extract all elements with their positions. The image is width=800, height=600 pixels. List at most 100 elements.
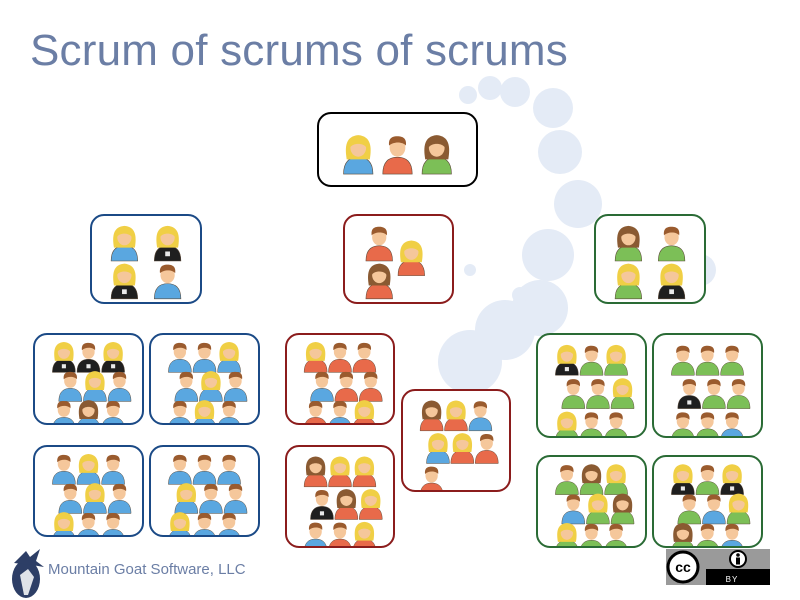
company-name: Mountain Goat Software, LLC bbox=[48, 561, 246, 578]
team-members bbox=[419, 400, 499, 490]
team-box-blue-4 bbox=[149, 445, 260, 537]
person-icon bbox=[168, 342, 192, 373]
team-box-blue-1 bbox=[33, 333, 144, 425]
person-icon bbox=[334, 371, 359, 402]
person-icon bbox=[76, 342, 101, 373]
person-icon bbox=[334, 489, 359, 520]
person-icon bbox=[169, 512, 191, 535]
person-icon bbox=[677, 494, 702, 525]
person-icon bbox=[52, 454, 76, 485]
person-icon bbox=[78, 400, 99, 423]
team-members bbox=[365, 226, 425, 300]
cc-label: cc bbox=[675, 559, 691, 575]
person-icon bbox=[354, 400, 375, 423]
person-icon bbox=[310, 371, 334, 402]
person-icon bbox=[695, 345, 720, 376]
bubble bbox=[533, 88, 573, 128]
person-icon bbox=[192, 454, 217, 485]
person-icon bbox=[586, 493, 610, 525]
person-icon bbox=[658, 263, 686, 300]
team-members bbox=[555, 344, 635, 436]
team-box-green-1 bbox=[536, 333, 647, 438]
person-icon bbox=[194, 512, 215, 535]
team-members bbox=[168, 454, 248, 535]
team-members bbox=[671, 464, 751, 546]
bubble bbox=[464, 264, 476, 276]
person-icon bbox=[352, 456, 377, 488]
person-icon bbox=[605, 523, 627, 546]
person-icon bbox=[169, 400, 191, 423]
person-icon bbox=[580, 412, 603, 436]
cc-by-label: BY bbox=[725, 575, 739, 584]
person-icon bbox=[671, 412, 694, 436]
person-icon bbox=[101, 454, 125, 485]
person-icon bbox=[421, 135, 452, 175]
team-box-green-2 bbox=[652, 333, 763, 438]
person-icon bbox=[677, 379, 702, 409]
person-icon bbox=[426, 433, 450, 464]
person-icon bbox=[102, 512, 124, 535]
person-icon bbox=[223, 371, 248, 402]
team-members bbox=[555, 464, 635, 546]
person-icon bbox=[154, 225, 182, 262]
team-box-green-mid bbox=[594, 214, 706, 304]
person-icon bbox=[304, 522, 327, 546]
person-icon bbox=[343, 135, 374, 175]
person-icon bbox=[110, 225, 138, 262]
person-icon bbox=[721, 523, 743, 546]
person-icon bbox=[444, 400, 468, 432]
person-icon bbox=[329, 522, 351, 546]
team-members bbox=[52, 342, 132, 423]
person-icon bbox=[702, 379, 726, 409]
person-icon bbox=[223, 483, 248, 514]
person-icon bbox=[555, 465, 579, 495]
person-icon bbox=[78, 512, 99, 535]
person-icon bbox=[101, 342, 125, 373]
person-icon bbox=[726, 379, 751, 409]
team-members bbox=[343, 135, 452, 175]
team-members bbox=[303, 456, 383, 546]
person-icon bbox=[672, 523, 694, 546]
team-box-top bbox=[317, 112, 478, 187]
person-icon bbox=[353, 521, 376, 546]
person-icon bbox=[352, 342, 377, 373]
person-icon bbox=[468, 401, 493, 432]
bubble bbox=[522, 229, 574, 281]
person-icon bbox=[382, 136, 413, 175]
team-box-green-3 bbox=[536, 455, 647, 548]
person-icon bbox=[614, 225, 642, 262]
mountain-goat-logo-icon bbox=[12, 549, 44, 598]
person-icon bbox=[154, 264, 182, 300]
person-icon bbox=[697, 523, 718, 546]
bubble bbox=[500, 77, 530, 107]
person-icon bbox=[604, 344, 628, 376]
bubble bbox=[438, 330, 502, 394]
person-icon bbox=[83, 483, 107, 514]
team-members bbox=[303, 342, 383, 423]
team-box-blue-mid bbox=[90, 214, 202, 304]
team-box-red-1 bbox=[285, 333, 395, 425]
person-icon bbox=[328, 456, 352, 488]
person-icon bbox=[721, 412, 744, 436]
person-icon bbox=[359, 371, 383, 402]
person-icon bbox=[397, 240, 425, 276]
person-icon bbox=[579, 345, 604, 376]
person-icon bbox=[610, 493, 635, 525]
team-members bbox=[110, 225, 182, 300]
slide-title: Scrum of scrums of scrums bbox=[30, 26, 568, 75]
person-icon bbox=[658, 226, 686, 262]
person-icon bbox=[310, 489, 334, 520]
person-icon bbox=[329, 400, 351, 423]
bubble bbox=[478, 76, 502, 100]
person-icon bbox=[194, 400, 215, 423]
person-icon bbox=[218, 512, 240, 535]
person-icon bbox=[328, 342, 352, 373]
person-icon bbox=[581, 523, 602, 546]
person-icon bbox=[720, 464, 744, 495]
person-icon bbox=[217, 342, 241, 373]
person-icon bbox=[168, 454, 192, 485]
person-icon bbox=[53, 400, 75, 423]
person-icon bbox=[58, 371, 83, 402]
person-icon bbox=[614, 263, 642, 300]
person-icon bbox=[605, 412, 628, 436]
